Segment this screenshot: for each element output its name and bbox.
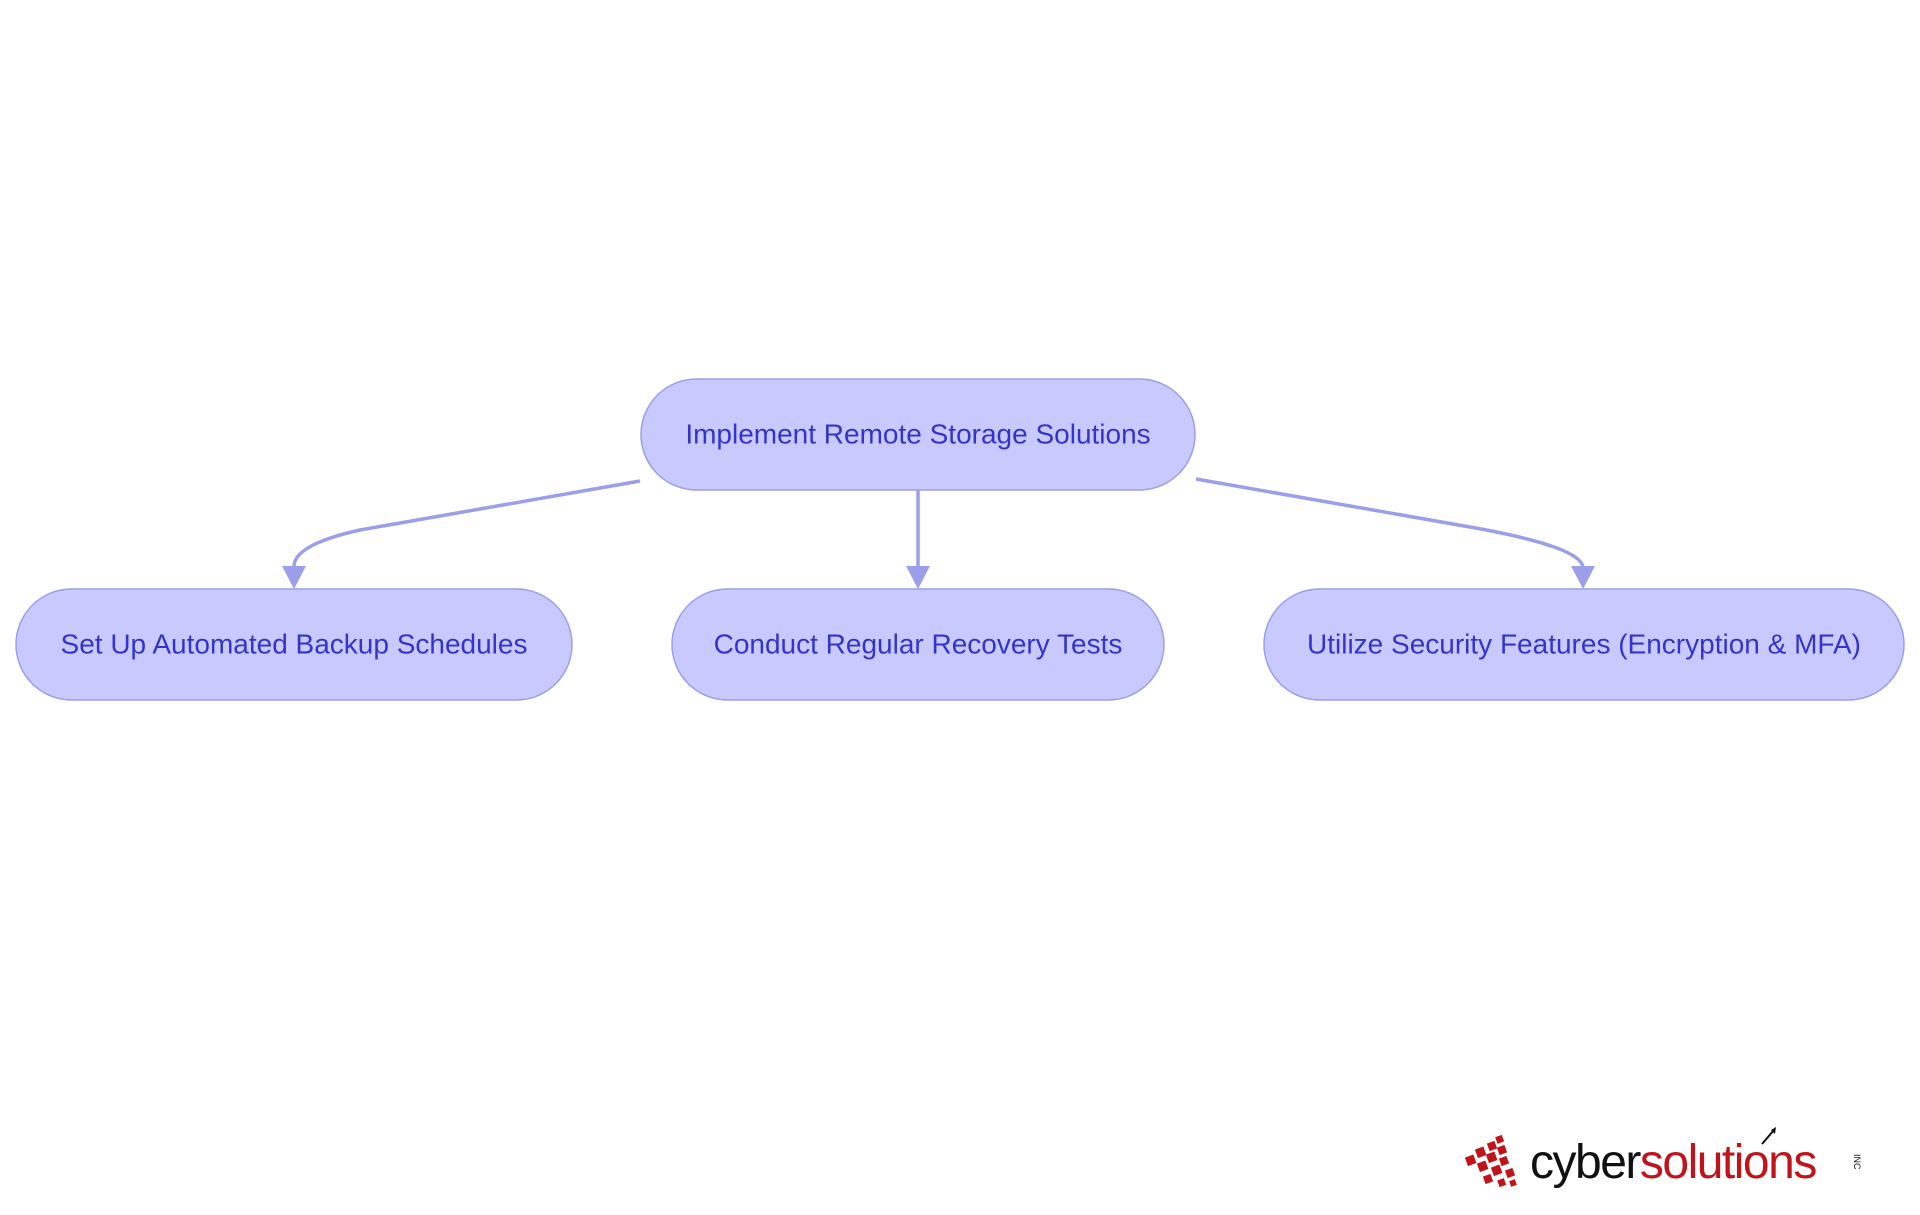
node-backup-schedules: Set Up Automated Backup Schedules bbox=[15, 588, 573, 701]
node-root: Implement Remote Storage Solutions bbox=[640, 378, 1196, 491]
arrowhead-recovery bbox=[906, 566, 930, 589]
node-recovery-tests-label: Conduct Regular Recovery Tests bbox=[714, 629, 1123, 660]
logo-arrow-icon bbox=[1761, 1129, 1775, 1145]
node-backup-schedules-shape bbox=[15, 588, 573, 701]
arrowhead-backup bbox=[282, 566, 306, 589]
cybersolutions-logo: cybersolutions INC bbox=[1464, 1127, 1862, 1189]
svg-text:cybersolutions: cybersolutions bbox=[1530, 1136, 1816, 1189]
logo-word-solutions: solutions bbox=[1640, 1136, 1816, 1189]
node-backup-schedules-label: Set Up Automated Backup Schedules bbox=[61, 629, 528, 660]
edge-root-to-backup bbox=[292, 479, 641, 569]
edges bbox=[282, 477, 1595, 589]
node-recovery-tests-shape bbox=[671, 588, 1165, 701]
node-security-features: Utilize Security Features (Encryption & … bbox=[1263, 588, 1905, 701]
logo-mark-icon bbox=[1464, 1134, 1517, 1188]
logo-inc: INC bbox=[1852, 1154, 1862, 1170]
node-security-features-shape bbox=[1263, 588, 1905, 701]
node-root-label: Implement Remote Storage Solutions bbox=[685, 419, 1150, 450]
node-root-shape bbox=[640, 378, 1196, 491]
edge-root-to-security bbox=[1195, 477, 1585, 569]
arrowhead-security bbox=[1571, 566, 1595, 589]
logo-arrowhead-icon bbox=[1771, 1127, 1776, 1134]
node-recovery-tests: Conduct Regular Recovery Tests bbox=[671, 588, 1165, 701]
node-security-features-label: Utilize Security Features (Encryption & … bbox=[1307, 629, 1861, 660]
logo-word-cyber: cyber bbox=[1530, 1136, 1641, 1189]
